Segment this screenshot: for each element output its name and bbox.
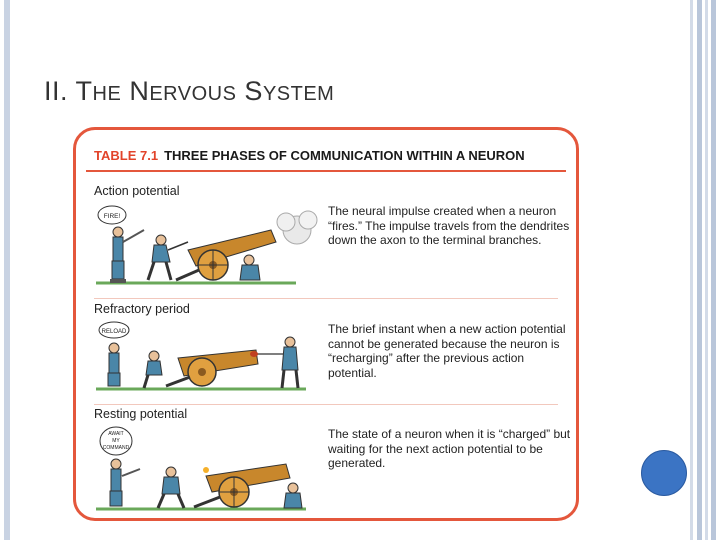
- phase-description-action-potential: The neural impulse created when a neuron…: [328, 204, 570, 247]
- title-part: HE: [92, 83, 122, 105]
- neuron-phases-table: TABLE 7.1 THREE PHASES OF COMMUNICATION W…: [73, 127, 579, 521]
- slide-frame-right: [690, 0, 693, 540]
- speech-bubble-text: FIRE!: [104, 213, 121, 220]
- speech-bubble-text: MY: [112, 438, 120, 444]
- header-rule: [86, 170, 566, 172]
- row-divider: [94, 298, 558, 299]
- table-number: TABLE 7.1: [94, 148, 159, 163]
- title-part: S: [236, 76, 263, 106]
- phase-description-refractory-period: The brief instant when a new action pote…: [328, 322, 566, 380]
- cannon-firing-illustration: FIRE!: [96, 205, 318, 285]
- slide-title: II. THE NERVOUS SYSTEM: [44, 76, 334, 107]
- table-header: TABLE 7.1 THREE PHASES OF COMMUNICATION W…: [94, 148, 525, 163]
- title-part: N: [121, 76, 150, 106]
- title-part: II. T: [44, 76, 93, 106]
- phase-name-action-potential: Action potential: [94, 184, 180, 198]
- cannon-reloading-illustration: RELOAD: [96, 321, 306, 391]
- speech-bubble-text: AWAIT: [108, 431, 123, 437]
- row-divider: [94, 404, 558, 405]
- phase-description-resting-potential: The state of a neuron when it is “charge…: [328, 427, 571, 470]
- slide-frame-left: [4, 0, 10, 540]
- phase-name-resting-potential: Resting potential: [94, 407, 188, 421]
- slide-frame-right: [711, 0, 716, 540]
- slide-frame-right: [697, 0, 702, 540]
- table-caption: THREE PHASES OF COMMUNICATION WITHIN A N…: [164, 148, 525, 163]
- title-part: YSTEM: [262, 83, 335, 105]
- slide-frame-right: [705, 0, 708, 540]
- phase-name-refractory-period: Refractory period: [94, 302, 190, 316]
- title-part: ERVOUS: [149, 83, 237, 105]
- speech-bubble-text: COMMAND: [103, 445, 130, 451]
- decorative-circle: [641, 450, 687, 496]
- speech-bubble-text: RELOAD: [102, 329, 127, 335]
- cannon-resting-illustration: AWAIT MY COMMAND: [96, 426, 306, 511]
